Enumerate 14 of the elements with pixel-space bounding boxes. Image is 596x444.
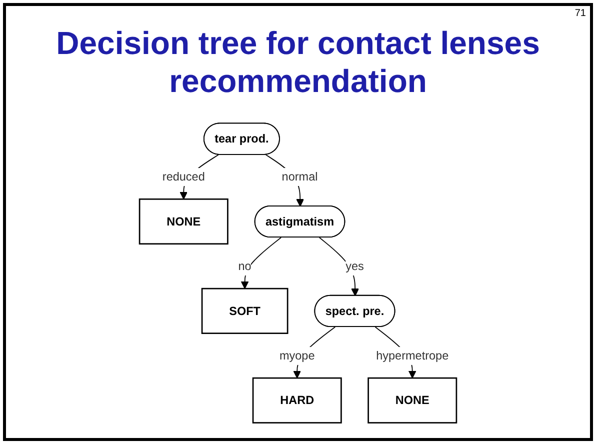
node-box: SOFT: [201, 288, 288, 334]
node-box: HARD: [252, 377, 342, 424]
edge-label: reduced: [162, 170, 205, 184]
arrow: [318, 237, 360, 296]
arrow: [240, 237, 282, 289]
edge-label: myope: [279, 348, 315, 362]
node-box: NONE: [138, 198, 228, 245]
page-number: 71: [574, 8, 586, 19]
edge-label: no: [238, 259, 252, 273]
edge-label: hypermetrope: [376, 348, 449, 362]
edge-label: yes: [346, 259, 364, 273]
edge-label: normal: [282, 170, 318, 184]
title: Decision tree for contact lenses recommendation: [55, 24, 541, 101]
node-box: NONE: [368, 377, 458, 424]
